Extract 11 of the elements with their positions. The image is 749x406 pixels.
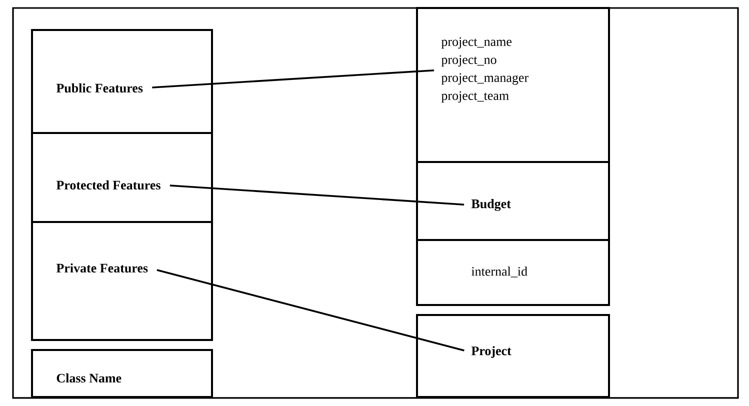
feature-label: Private Features [56, 263, 148, 273]
class-name: Project [471, 346, 512, 358]
connector-line [170, 184, 464, 206]
connector-line [152, 69, 434, 88]
feature-label: Public Features [56, 83, 143, 93]
attribute-list: project_name project_no project_manager project_team [441, 37, 528, 103]
feature-label: Protected Features [56, 180, 160, 190]
connector-line [156, 269, 464, 352]
class-name: Class Name [56, 373, 122, 383]
attribute-list: internal_id [471, 266, 528, 278]
attribute-list: Budget [471, 199, 511, 211]
